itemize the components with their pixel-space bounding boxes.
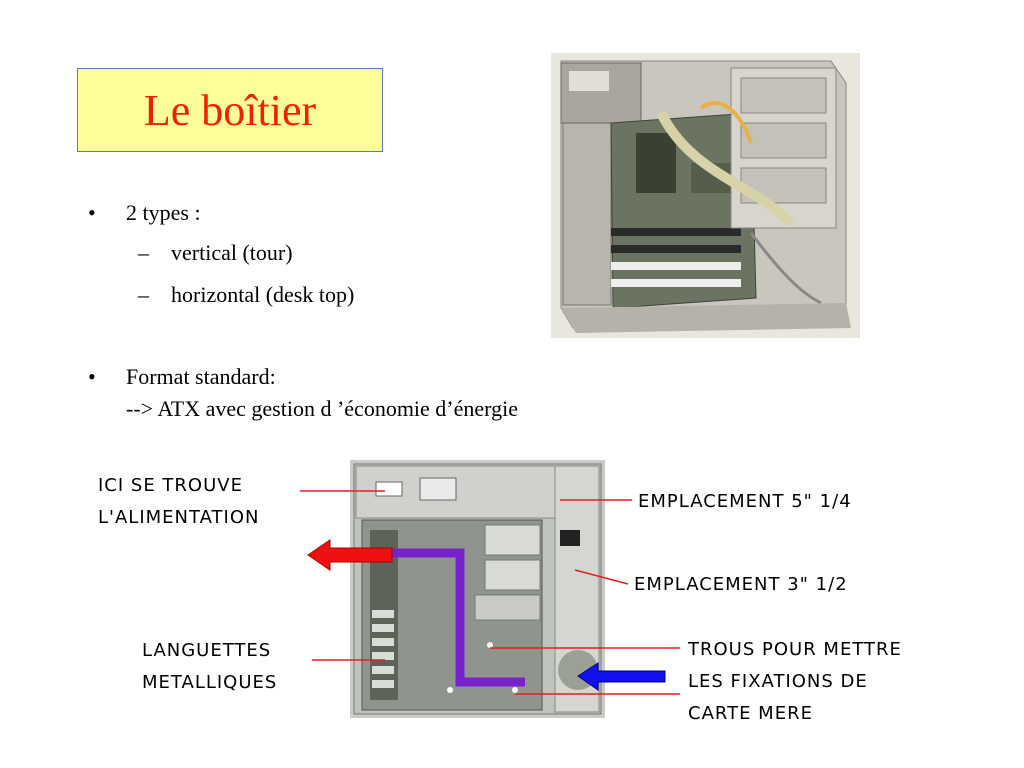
label-emplacement-525: EMPLACEMENT 5" 1/4 <box>638 491 852 512</box>
bullet-mark: • <box>88 200 96 225</box>
subitem-mark: – <box>138 282 149 307</box>
subitem-mark: – <box>138 240 149 265</box>
subitem-vertical: – vertical (tour) <box>138 240 293 266</box>
subitem-text: horizontal (desk top) <box>171 282 355 307</box>
arrow-in-icon <box>577 662 666 691</box>
bullet-text-line2: --> ATX avec gestion d ’économie d’énerg… <box>126 396 518 421</box>
leader-line-35 <box>574 569 629 585</box>
label-emplacement-35: EMPLACEMENT 3" 1/2 <box>634 574 848 595</box>
bullet-mark: • <box>88 364 96 389</box>
bullet-text: 2 types : <box>126 200 201 225</box>
bullet-types: • 2 types : <box>88 200 201 226</box>
subitem-text: vertical (tour) <box>171 240 293 265</box>
bullet-text-line1: Format standard: <box>126 364 276 389</box>
airflow-path <box>392 548 525 687</box>
slide-title-box: Le boîtier <box>77 68 383 152</box>
bullet-format: • Format standard: --> ATX avec gestion … <box>88 364 518 422</box>
arrow-out-icon <box>307 539 393 571</box>
pc-tower-photo <box>551 53 860 338</box>
subitem-horizontal: – horizontal (desk top) <box>138 282 355 308</box>
slide-title: Le boîtier <box>143 85 317 135</box>
